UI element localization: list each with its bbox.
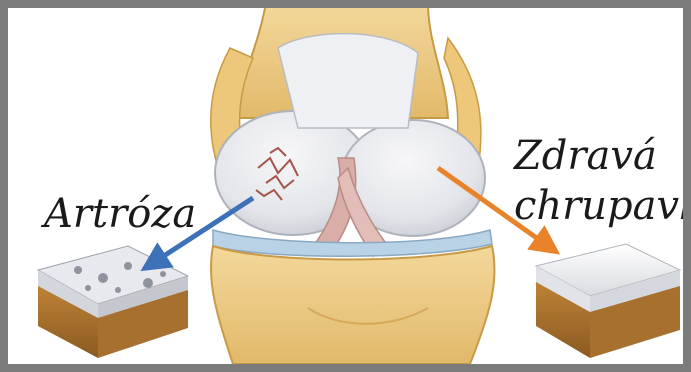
label-arthrosis: Artróza bbox=[44, 192, 196, 236]
damaged-cartilage-block-icon bbox=[38, 246, 188, 358]
label-healthy-line2: chrupavka bbox=[514, 184, 691, 228]
healthy-cartilage-block-icon bbox=[536, 244, 680, 358]
tibia bbox=[211, 246, 495, 364]
meniscus bbox=[213, 230, 492, 256]
label-healthy-line1: Zdravá bbox=[514, 134, 657, 178]
